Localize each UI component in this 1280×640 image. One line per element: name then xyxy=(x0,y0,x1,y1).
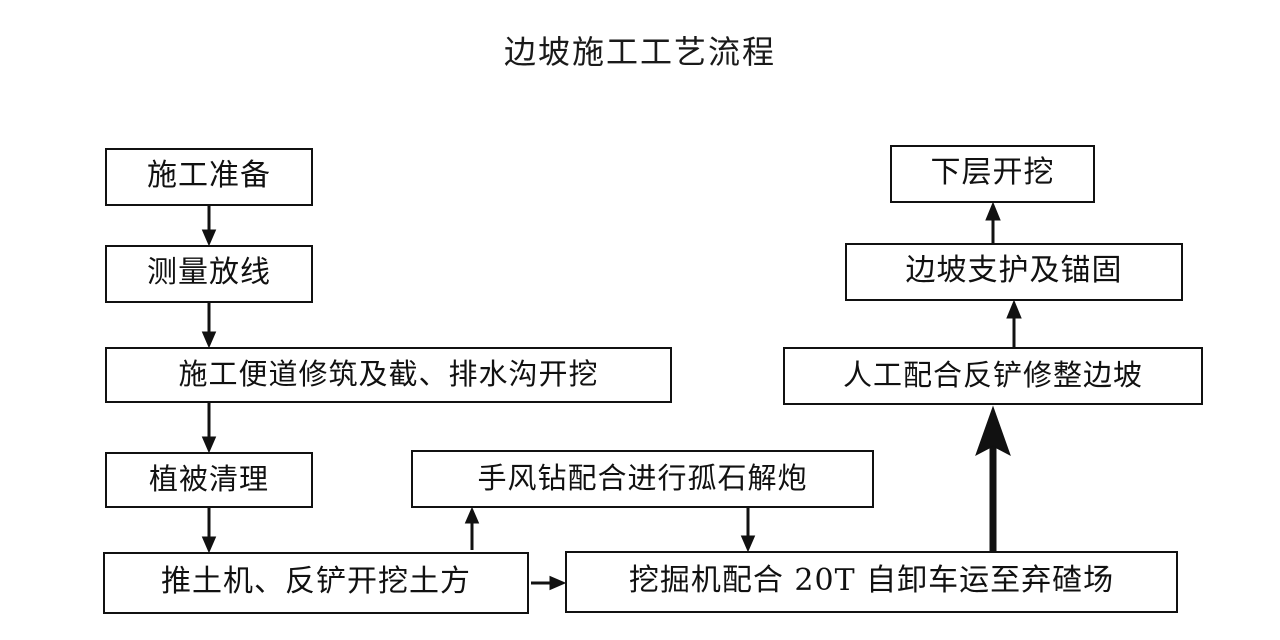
node-tuituji-fanchan-wajue[interactable]: 推土机、反铲开挖土方 xyxy=(103,552,529,614)
node-label: 测量放线 xyxy=(147,255,271,290)
node-label: 手风钻配合进行孤石解炮 xyxy=(477,460,808,495)
node-label: 施工准备 xyxy=(147,158,271,193)
node-label: 推土机、反铲开挖土方 xyxy=(161,564,471,599)
edge-zhihu-maogu-to-xiaceng-wajue xyxy=(985,201,1001,243)
node-celiang-fangxian[interactable]: 测量放线 xyxy=(105,245,313,303)
node-label: 挖掘机配合 20T 自卸车运至弃碴场 xyxy=(628,563,1115,598)
node-label: 施工便道修筑及截、排水沟开挖 xyxy=(178,356,599,391)
node-bianpo-zhihu-maogu[interactable]: 边坡支护及锚固 xyxy=(845,243,1183,301)
edge-shoufengzuan-to-wajueji xyxy=(740,508,756,553)
edge-zhibei-qingli-to-tuituji xyxy=(201,508,217,554)
node-biandao-xiuzhu[interactable]: 施工便道修筑及截、排水沟开挖 xyxy=(105,347,672,403)
edge-wajueji-to-rengong-xiuzheng xyxy=(975,405,1011,551)
node-wajueji-qicha-chang[interactable]: 挖掘机配合 20T 自卸车运至弃碴场 xyxy=(565,551,1178,613)
page-title: 边坡施工工艺流程 xyxy=(503,33,776,71)
node-xiaceng-wajue[interactable]: 下层开挖 xyxy=(890,145,1095,203)
edge-rengong-xiuzheng-to-zhihu-maogu xyxy=(1006,299,1022,347)
node-shoufengzuan-jiepao[interactable]: 手风钻配合进行孤石解炮 xyxy=(411,450,874,508)
edge-shigong-zhunbei-to-celiang-fangxian xyxy=(201,206,217,247)
edge-tuituji-to-shoufengzuan xyxy=(464,506,480,550)
edge-biandao-xiuzhu-to-zhibei-qingli xyxy=(201,403,217,454)
node-label: 下层开挖 xyxy=(930,155,1055,190)
edge-celiang-fangxian-to-biandao-xiuzhu xyxy=(201,303,217,349)
node-label: 边坡支护及锚固 xyxy=(905,253,1123,288)
edge-tuituji-to-wajueji xyxy=(531,575,567,591)
node-label: 植被清理 xyxy=(148,461,269,496)
node-shigong-zhunbei[interactable]: 施工准备 xyxy=(105,148,313,206)
node-rengong-xiuzheng-bianpo[interactable]: 人工配合反铲修整边坡 xyxy=(783,347,1203,405)
node-zhibei-qingli[interactable]: 植被清理 xyxy=(105,452,313,508)
node-label: 人工配合反铲修整边坡 xyxy=(842,357,1143,392)
